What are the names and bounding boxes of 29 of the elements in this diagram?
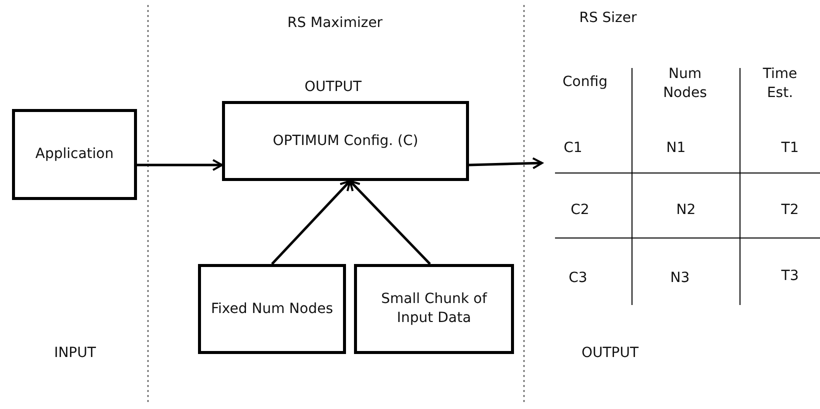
process-box [12, 109, 137, 200]
arrow [468, 157, 543, 170]
label-text: Config [562, 72, 608, 92]
label-text: T1 [781, 138, 799, 158]
label-text: N1 [666, 138, 686, 158]
box-text: Application [35, 145, 114, 164]
label-text: OUTPUT [304, 78, 362, 96]
label-text: OUTPUT [581, 344, 639, 362]
label-text: N2 [676, 200, 696, 220]
box-text: OPTIMUM Config. (C) [272, 132, 418, 150]
box-text: Fixed Num Nodes [211, 300, 333, 318]
label-text: T2 [781, 200, 799, 220]
label-text: C3 [568, 268, 588, 288]
label-text: Num Nodes [662, 65, 708, 103]
label-text: INPUT [54, 344, 96, 362]
process-box [354, 264, 514, 354]
label-text: T3 [781, 266, 799, 286]
label-text: C1 [564, 138, 582, 158]
process-box [222, 101, 469, 181]
arrow [271, 180, 351, 265]
process-box [198, 264, 346, 354]
arrow [137, 159, 223, 171]
label-text: Time Est. [762, 65, 798, 103]
label-text: RS Maximizer [287, 14, 383, 32]
box-text: Small Chunk of Input Data [380, 290, 488, 328]
label-text: C2 [570, 200, 590, 220]
label-text: N3 [670, 268, 690, 288]
arrow [349, 180, 431, 265]
label-text: RS Sizer [579, 8, 637, 28]
